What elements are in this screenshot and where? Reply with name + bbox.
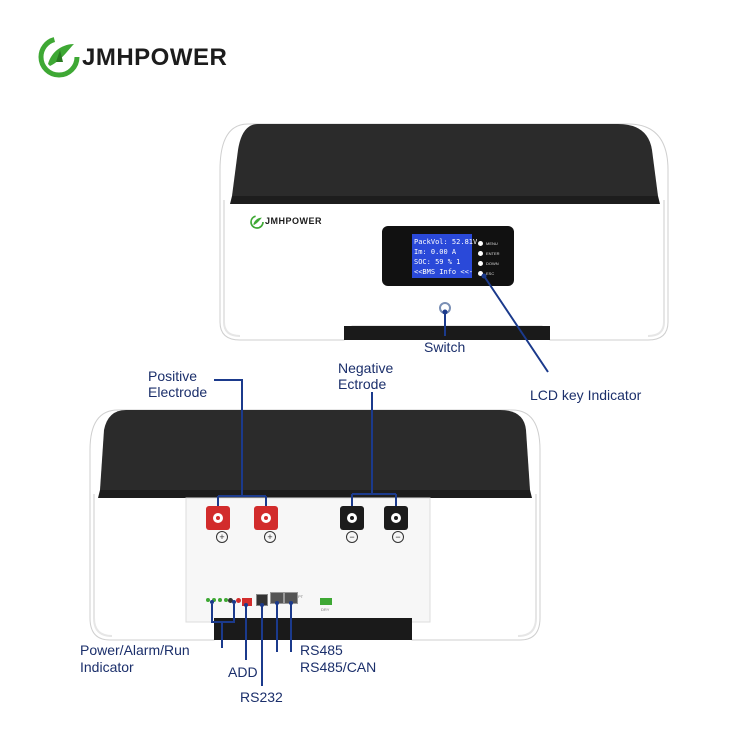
led-extra (224, 598, 228, 602)
brand-name: JMHPOWER (82, 44, 228, 71)
unit-brand-name: JMHPOWER (265, 216, 323, 226)
lcd-button-menu-label: MENU (486, 241, 498, 246)
callout-positive-top (214, 379, 243, 496)
label-switch: Switch (424, 339, 466, 355)
leaf-swirl-logo-icon (250, 215, 264, 229)
negative-symbol-1: − (346, 531, 358, 543)
lcd-line-packvol: PackVol: 52.81V (414, 238, 478, 246)
led-run (218, 598, 222, 602)
rear-panel (185, 497, 431, 623)
port-mark-dry: DRY (321, 607, 330, 612)
unit-brand-logo: JMHPOWER (250, 214, 330, 230)
label-positive-electrode-line1: Positive (148, 368, 198, 384)
lcd-button-enter[interactable]: ENTER (478, 250, 508, 258)
bottom-unit-lid (100, 410, 530, 490)
positive-terminal-2 (254, 506, 278, 530)
add-dip-switch[interactable] (242, 598, 252, 606)
led-alarm (212, 598, 216, 602)
top-unit-lid (232, 124, 658, 196)
lcd-button-menu[interactable]: MENU (478, 240, 508, 248)
bottom-unit-base-recess (214, 618, 412, 640)
status-led-group (206, 598, 240, 604)
lcd-panel: PackVol: 52.81V Im: 0.00 A SOC: 59 % 1 <… (382, 226, 514, 286)
label-add: ADD (228, 664, 258, 680)
dry-contact-connector[interactable] (320, 598, 332, 605)
label-rs485-can: RS485/CAN (300, 659, 377, 675)
positive-symbol-1: + (216, 531, 228, 543)
negative-symbol-2: − (392, 531, 404, 543)
label-positive-electrode-line2: Electrode (148, 384, 208, 400)
port-mark-pt: PT (298, 594, 304, 599)
label-rs485: RS485 (300, 642, 343, 658)
label-lcd-key-indicator: LCD key Indicator (530, 387, 642, 403)
led-red (236, 598, 241, 603)
label-rs232: RS232 (240, 689, 283, 705)
lcd-button-esc-label: ESC (486, 271, 495, 276)
lcd-button-esc[interactable]: ESC (478, 270, 508, 278)
lcd-line-current: Im: 0.00 A (414, 248, 457, 256)
reset-button[interactable] (228, 598, 233, 603)
callout-indicator-bracket (211, 604, 235, 623)
label-negative-electrode-line2: Ectrode (338, 376, 387, 392)
led-power (206, 598, 210, 602)
top-unit-base-recess (344, 326, 550, 340)
label-power-alarm-run-line1: Power/Alarm/Run (80, 642, 190, 658)
leaf-swirl-logo-icon (38, 36, 80, 78)
lcd-button-enter-label: ENTER (486, 251, 500, 256)
label-power-alarm-run-line2: Indicator (80, 659, 134, 675)
label-negative-electrode-line1: Negative (338, 360, 394, 376)
callout-lcd-key (483, 275, 549, 373)
negative-terminal-1 (340, 506, 364, 530)
lcd-line-bms-info: <<BMS Info <<- (414, 268, 474, 276)
lcd-screen: PackVol: 52.81V Im: 0.00 A SOC: 59 % 1 <… (412, 234, 477, 278)
brand-logo: JMHPOWER (38, 36, 228, 78)
lcd-button-down-label: DOWN (486, 261, 499, 266)
positive-terminal-1 (206, 506, 230, 530)
lcd-line-soc: SOC: 59 % 1 (414, 258, 461, 266)
lcd-button-down[interactable]: DOWN (478, 260, 508, 268)
negative-terminal-2 (384, 506, 408, 530)
positive-symbol-2: + (264, 531, 276, 543)
